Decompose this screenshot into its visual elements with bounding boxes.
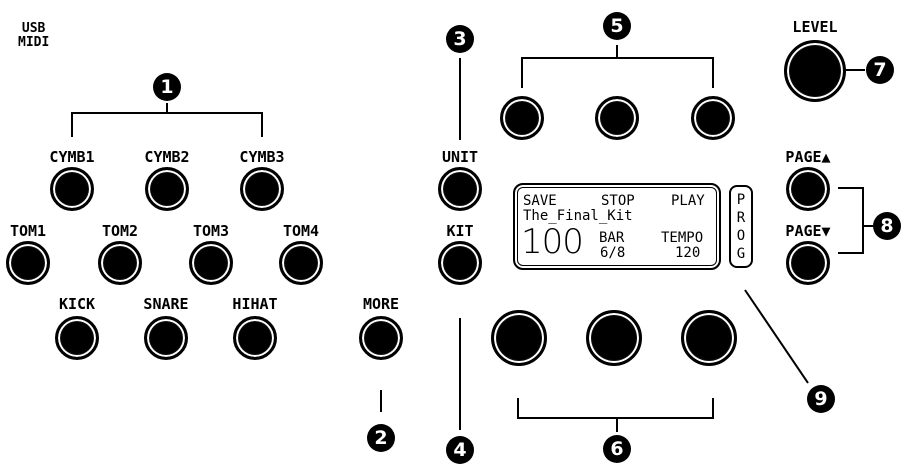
tom1-knob[interactable] (6, 241, 50, 285)
cymb2-knob[interactable] (145, 167, 189, 211)
lcd-tempo-value: 120 (675, 245, 701, 261)
cymb1-label: CYMB1 (49, 148, 95, 166)
prog-letter: P (736, 192, 746, 208)
usb-midi-label: USB MIDI (18, 22, 49, 50)
level-knob[interactable] (784, 40, 846, 102)
cymb1-knob[interactable] (50, 167, 94, 211)
prog-indicator: P R O G (729, 185, 753, 268)
unit-label: UNIT (441, 148, 479, 166)
callout-6: 6 (603, 435, 631, 463)
lcd-save: SAVE (523, 193, 557, 209)
kick-knob[interactable] (55, 316, 99, 360)
more-button[interactable] (359, 316, 403, 360)
tom2-label: TOM2 (101, 222, 139, 240)
prog-letter: G (736, 246, 746, 262)
hihat-knob[interactable] (233, 316, 277, 360)
prog-letter: O (736, 228, 746, 244)
callout-4: 4 (446, 436, 474, 464)
tom1-label: TOM1 (9, 222, 47, 240)
callout-8: 8 (873, 212, 901, 240)
tom4-knob[interactable] (279, 241, 323, 285)
lcd-bar-label: BAR (599, 230, 625, 246)
tom3-knob[interactable] (189, 241, 233, 285)
kit-button[interactable] (438, 241, 482, 285)
lcd-bar-value: 6/8 (600, 245, 626, 261)
tom4-label: TOM4 (282, 222, 320, 240)
lcd-tempo-label: TEMPO (661, 230, 704, 246)
lcd-kit-number: 100 (521, 222, 584, 262)
value-knob-2[interactable] (586, 310, 642, 366)
function-button-1[interactable] (500, 96, 544, 140)
lcd-stop: STOP (601, 193, 635, 209)
level-label: LEVEL (792, 18, 838, 36)
cymb3-knob[interactable] (240, 167, 284, 211)
unit-button[interactable] (438, 167, 482, 211)
page-up-button[interactable] (786, 167, 830, 211)
prog-letter: R (736, 210, 746, 226)
function-button-2[interactable] (595, 96, 639, 140)
lcd-display: SAVE STOP PLAY The_Final_Kit 100 BAR 6/8… (513, 183, 721, 270)
callout-2: 2 (367, 424, 395, 452)
callout-1: 1 (153, 73, 181, 101)
callout-5: 5 (603, 12, 631, 40)
page-up-label: PAGE▲ (785, 148, 831, 166)
callout-3: 3 (446, 25, 474, 53)
lcd-kit-name: The_Final_Kit (523, 208, 633, 224)
page-down-button[interactable] (786, 241, 830, 285)
kit-label: KIT (446, 222, 474, 240)
tom3-label: TOM3 (192, 222, 230, 240)
more-label: MORE (362, 295, 400, 313)
callout-7: 7 (866, 56, 894, 84)
function-button-3[interactable] (691, 96, 735, 140)
cymb2-label: CYMB2 (144, 148, 190, 166)
callout-9: 9 (807, 385, 835, 413)
usb-label: USB (21, 21, 46, 36)
kick-label: KICK (58, 295, 96, 313)
midi-label: MIDI (18, 35, 50, 50)
snare-label: SNARE (143, 295, 189, 313)
cymb3-label: CYMB3 (239, 148, 285, 166)
tom2-knob[interactable] (98, 241, 142, 285)
page-down-label: PAGE▼ (785, 222, 831, 240)
value-knob-1[interactable] (491, 310, 547, 366)
hihat-label: HIHAT (232, 295, 278, 313)
snare-knob[interactable] (144, 316, 188, 360)
value-knob-3[interactable] (681, 310, 737, 366)
lcd-play: PLAY (671, 193, 705, 209)
